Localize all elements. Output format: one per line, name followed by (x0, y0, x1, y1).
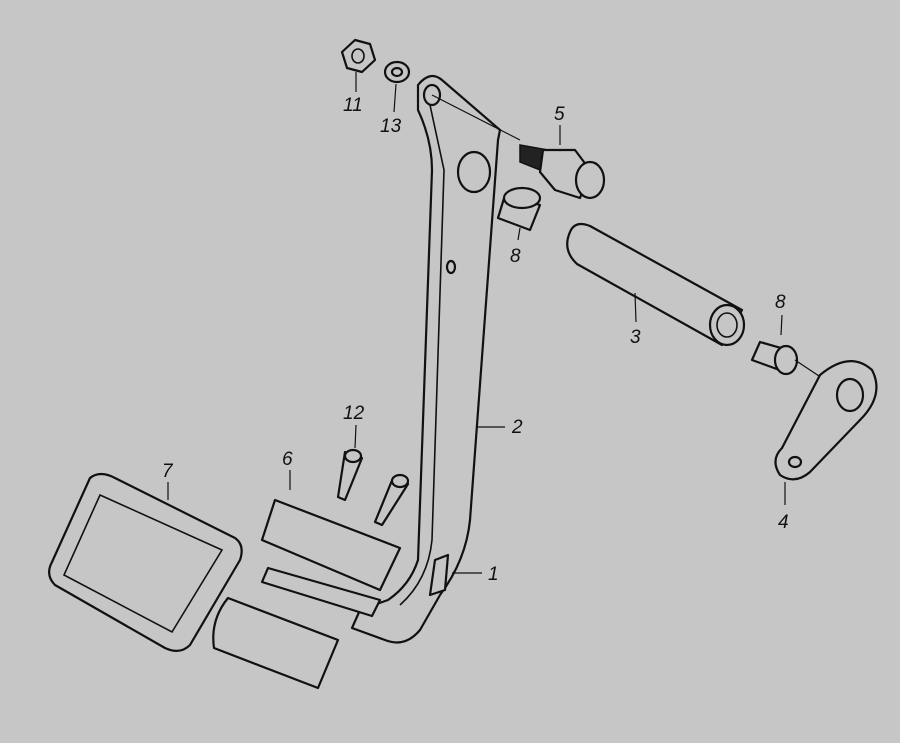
callout-1: 1 (488, 564, 499, 585)
bolt (519, 144, 606, 200)
callout-4: 4 (778, 512, 789, 533)
sleeve (566, 222, 746, 347)
bushing-upper (496, 186, 542, 232)
callout-7: 7 (162, 461, 174, 482)
callout-3: 3 (630, 327, 641, 348)
callout-2: 2 (511, 417, 523, 438)
callout-8-upper: 8 (510, 246, 521, 267)
callout-13: 13 (380, 116, 402, 137)
pedal-pad (48, 472, 243, 652)
pedal-arm (350, 74, 521, 644)
callout-12: 12 (343, 403, 365, 424)
lever-plate (774, 360, 878, 481)
callout-5: 5 (554, 104, 565, 125)
nut (340, 38, 377, 74)
callout-11: 11 (343, 95, 363, 116)
callout-8-lower: 8 (775, 292, 786, 313)
callout-6: 6 (282, 449, 293, 470)
rivets (336, 448, 410, 527)
pedal-lever-bracket (428, 553, 450, 597)
washer (383, 60, 411, 84)
pad-bracket (212, 498, 402, 690)
bushing-lower (750, 340, 829, 383)
